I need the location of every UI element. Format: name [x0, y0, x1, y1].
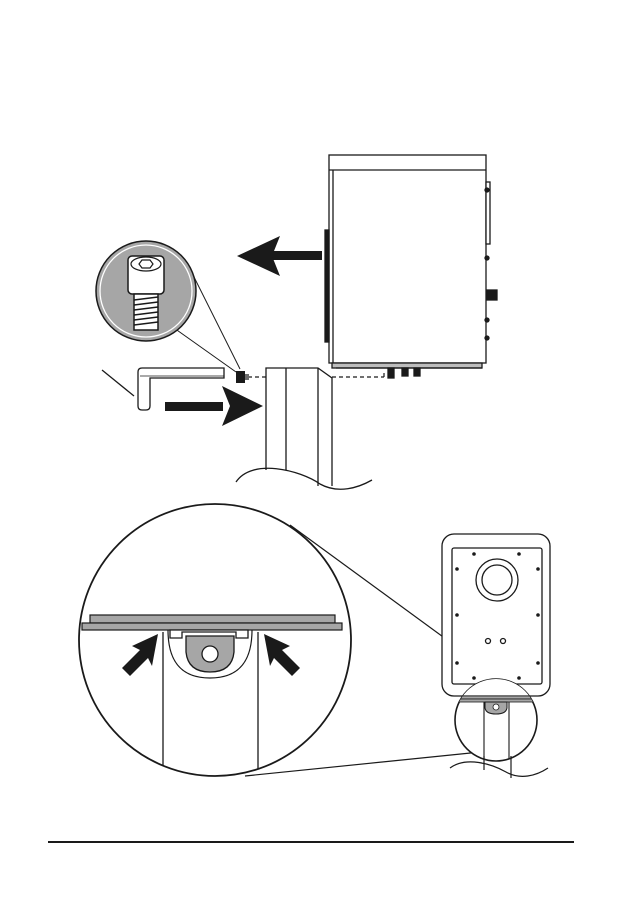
bracket-foot-1	[388, 368, 394, 378]
speaker-base-plate	[90, 615, 335, 623]
speaker-front-view	[442, 534, 550, 696]
front-stand-break-line	[450, 762, 548, 776]
socket-head-screw	[128, 256, 164, 330]
woofer-cone	[482, 565, 512, 595]
arrow-left	[237, 236, 322, 276]
port-2	[501, 639, 506, 644]
alignment-lines	[248, 370, 384, 377]
port-1	[486, 639, 491, 644]
front-baffle	[325, 230, 329, 342]
rear-connector	[487, 290, 497, 300]
rear-screw-1	[485, 188, 489, 192]
rear-screw-2	[485, 256, 489, 260]
bracket-foot-2	[402, 368, 408, 376]
mounting-plate-zoom	[82, 623, 342, 630]
rear-screw-3	[485, 318, 489, 322]
bracket-foot-3	[414, 368, 420, 376]
speaker-side-view	[325, 155, 497, 378]
speaker-cabinet	[329, 155, 486, 363]
stand-post	[236, 368, 372, 489]
screw-zoom-circle	[96, 241, 196, 341]
bracket-hole	[202, 646, 218, 662]
screw-small	[236, 371, 249, 383]
stand-break-line	[236, 468, 372, 489]
mounting-plate	[332, 363, 482, 368]
bracket-zoom-circle	[79, 504, 351, 790]
hex-key-leader-line	[102, 370, 134, 396]
arrow-right	[165, 386, 263, 426]
hex-socket	[139, 260, 153, 268]
rear-screw-4	[485, 336, 489, 340]
